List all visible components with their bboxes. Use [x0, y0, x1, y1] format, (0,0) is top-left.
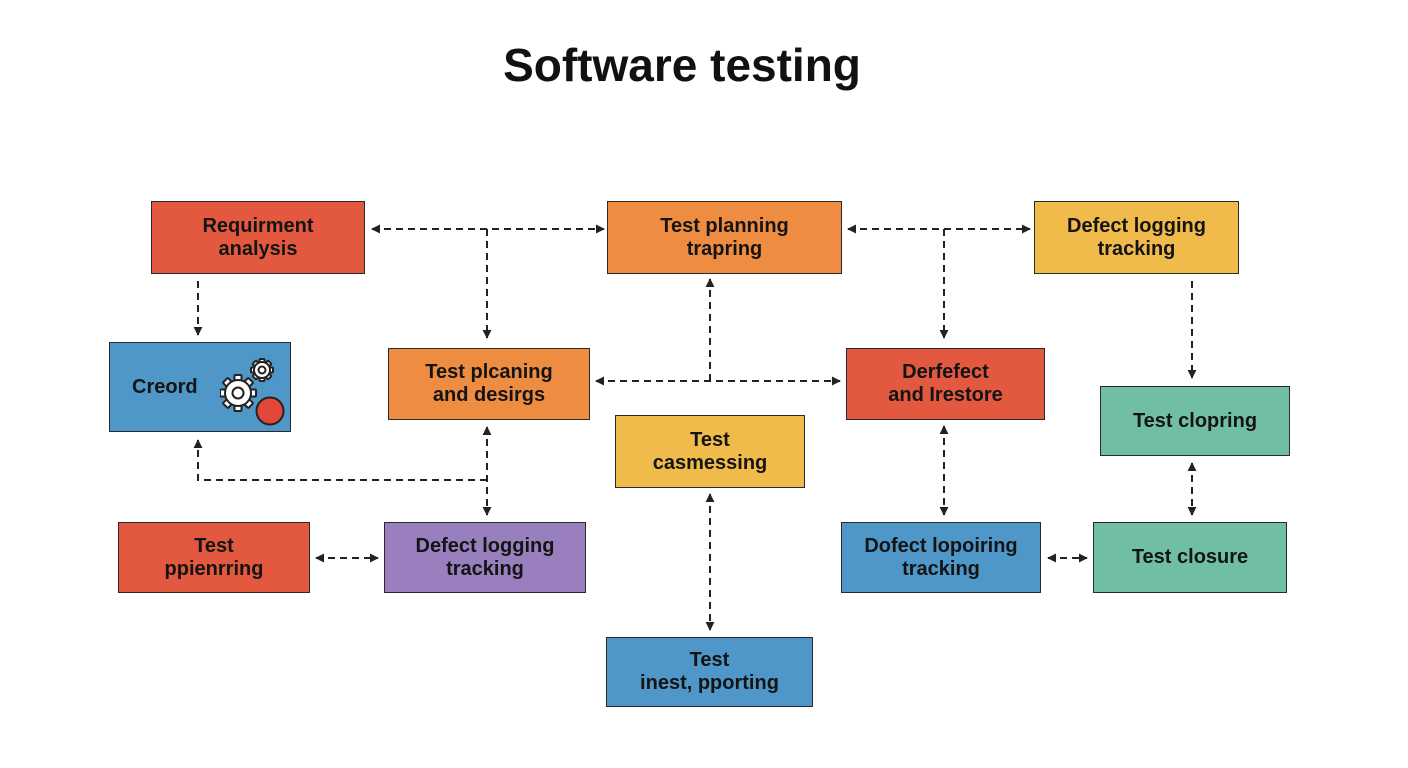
diagram-title: Software testing	[503, 39, 861, 91]
node-label: Derfefect and Irestore	[888, 361, 1003, 406]
node-label: Defect logging tracking	[415, 534, 555, 580]
node-label: Test closure	[1131, 546, 1249, 568]
link-branch-to-creord	[193, 439, 487, 481]
node-creord[interactable]: Creord	[109, 342, 291, 432]
node-label: Creord	[132, 375, 198, 398]
node-test-planning-trapring[interactable]: Test planning trapring	[607, 201, 842, 274]
node-defect-logging-tracking-mid[interactable]: Defect logging tracking	[384, 522, 586, 593]
node-test-closure[interactable]: Test closure	[1093, 522, 1287, 593]
node-test-clopring[interactable]: Test clopring	[1100, 386, 1290, 456]
gears-icon	[220, 358, 285, 426]
node-test-casmessing[interactable]: Test casmessing	[615, 415, 805, 488]
node-label: Test ppienrring	[164, 534, 264, 580]
node-label: Requirment analysis	[202, 214, 314, 260]
node-test-planing-designs[interactable]: Test plcaning and desirgs	[388, 348, 590, 420]
node-label: Test clopring	[1132, 409, 1258, 432]
node-defect-logging-tracking-top[interactable]: Defect logging tracking	[1034, 201, 1239, 274]
node-label: Test inest, pporting	[640, 649, 779, 694]
node-label: Test casmessing	[652, 428, 768, 474]
node-label: Test plcaning and desirgs	[425, 361, 553, 406]
node-derfefect-restore[interactable]: Derfefect and Irestore	[846, 348, 1045, 420]
node-test-ppienring[interactable]: Test ppienrring	[118, 522, 310, 593]
node-requirement-analysis[interactable]: Requirment analysis	[151, 201, 365, 274]
node-label: Test planning trapring	[660, 214, 789, 260]
node-dofect-lopoiring-tracking[interactable]: Dofect lopoiring tracking	[841, 522, 1041, 593]
node-test-inest-pporting[interactable]: Test inest, pporting	[606, 637, 813, 707]
node-label: Dofect lopoiring tracking	[864, 534, 1018, 580]
node-label: Defect logging tracking	[1067, 214, 1206, 260]
